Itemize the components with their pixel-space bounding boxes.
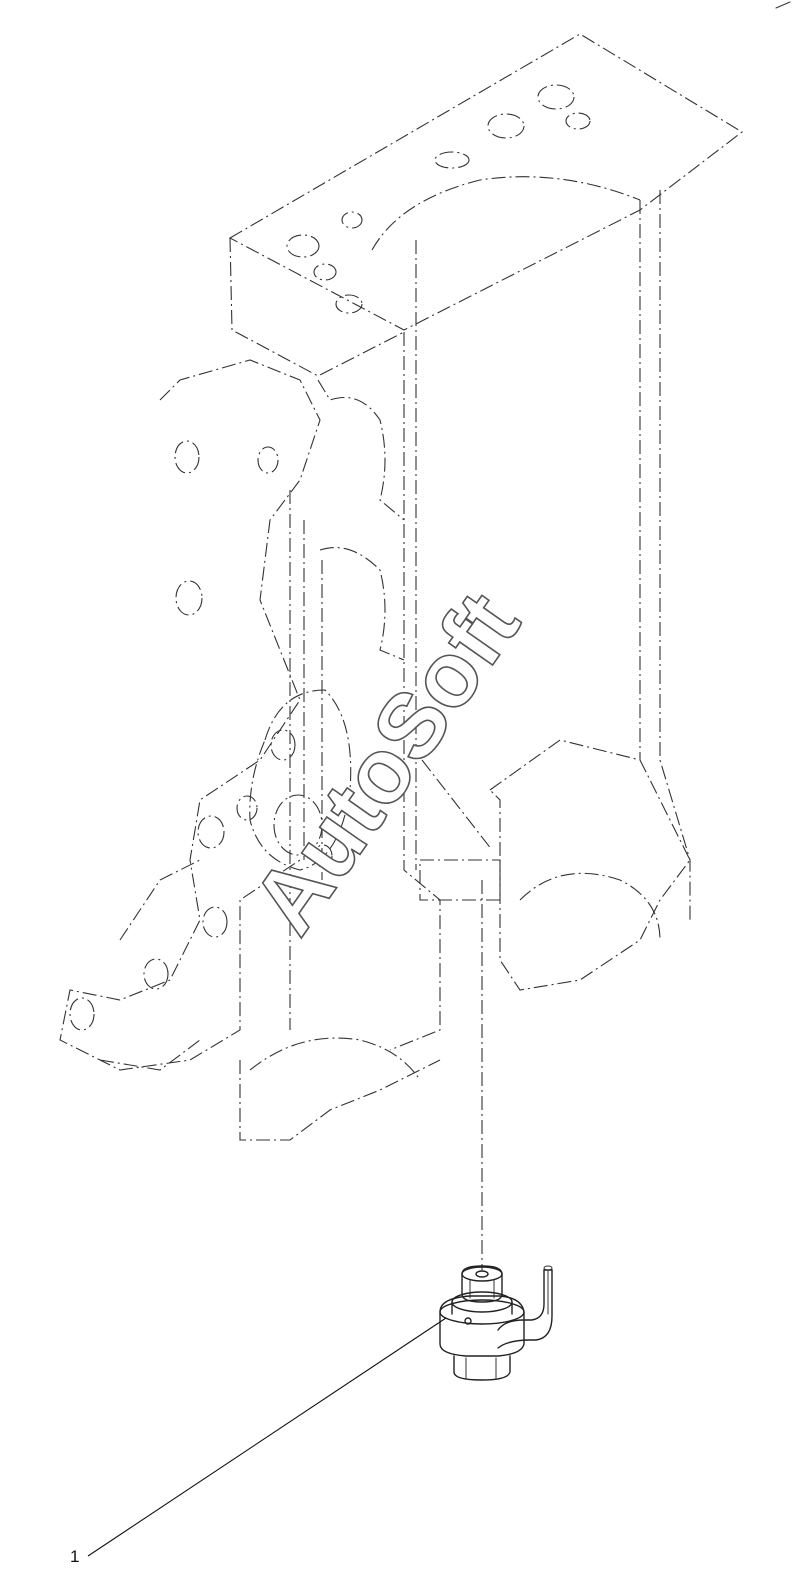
engine-block-phantom	[59, 33, 743, 1141]
callout-1-leader	[87, 1317, 447, 1557]
callout-1-label: 1	[70, 1547, 79, 1566]
watermark-autosoft: AutoSoft	[233, 575, 539, 952]
corner-mark	[775, 1, 791, 9]
part-1-oil-jet-fitting	[439, 1265, 553, 1381]
